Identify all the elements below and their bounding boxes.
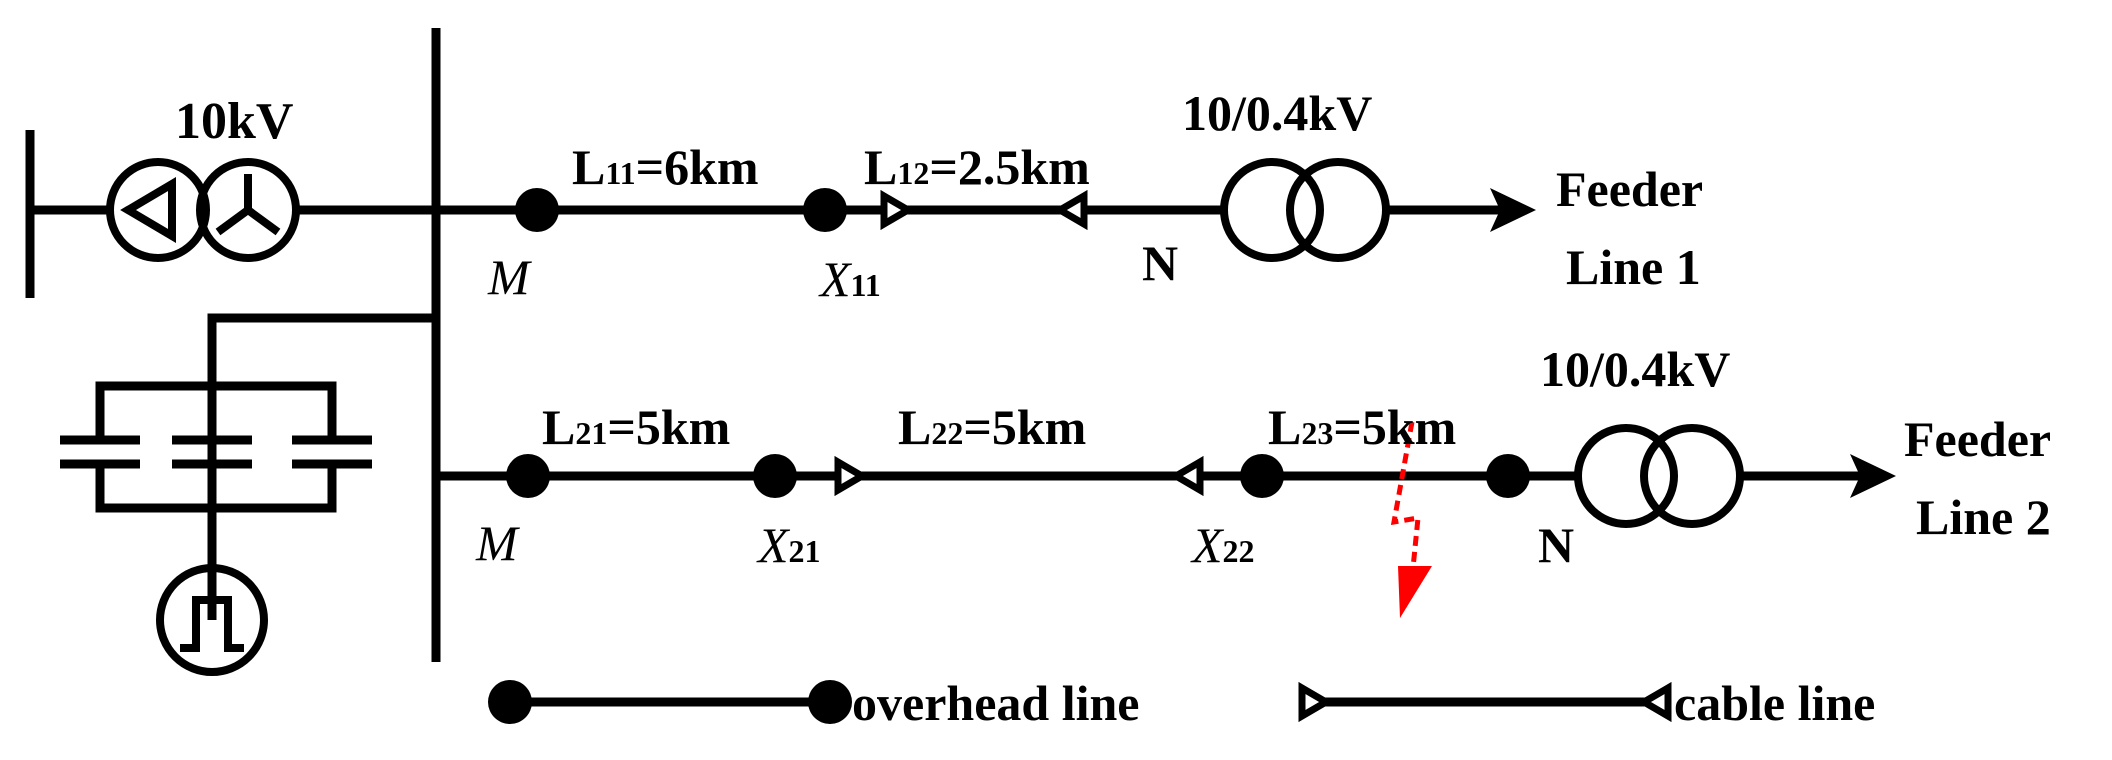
node-n-overhead-end <box>1486 454 1530 498</box>
feeder2-node-x22: X22 <box>1190 517 1255 573</box>
feeder1-arrow-icon <box>1490 188 1536 232</box>
feeder1-node-x11: X11 <box>818 251 881 307</box>
feeder1-seg1-label: L11=6km <box>572 139 759 195</box>
node-x22-overhead-end <box>1240 454 1284 498</box>
cable-end-icon <box>1053 189 1088 231</box>
feeder1-seg2-label: L12=2.5km <box>864 139 1090 195</box>
legend-cable-start-icon <box>1298 681 1333 723</box>
feeder-line-2: L21=5km L22=5km L23=5km M X21 X22 N 10/0… <box>436 341 2051 618</box>
legend-cable-label: cable line <box>1674 675 1875 731</box>
cable-start-icon <box>880 189 915 231</box>
feeder2-node-m: M <box>475 515 520 571</box>
feeder2-node-x21: X21 <box>756 517 821 573</box>
feeder2-seg3-label: L23=5km <box>1268 399 1456 455</box>
feeder2-transformer-label: 10/0.4kV <box>1540 341 1730 397</box>
feeder2-node-n: N <box>1538 517 1574 573</box>
feeder2-label-2: Line 2 <box>1916 489 2051 545</box>
cable-start-icon <box>834 455 869 497</box>
feeder-line-1: L11=6km L12=2.5km M X11 N 10/0.4kV Feede… <box>436 85 1703 307</box>
node-m-overhead-end <box>506 454 550 498</box>
source-transformer-icon <box>106 158 300 262</box>
fault-arrow-icon <box>1390 421 1432 618</box>
feeder1-transformer-icon <box>1220 158 1390 262</box>
source-voltage-label: 10kV <box>175 93 293 150</box>
source-group: 10kV <box>25 28 441 676</box>
legend-overhead-label: overhead line <box>852 675 1139 731</box>
legend: overhead line cable line <box>488 675 1875 731</box>
feeder2-arrow-icon <box>1850 454 1896 498</box>
legend-cable-end-icon <box>1637 681 1672 723</box>
node-m-overhead-end <box>515 188 559 232</box>
pulse-generator-icon <box>156 564 268 676</box>
feeder2-seg1-label: L21=5km <box>542 399 730 455</box>
feeder1-node-n: N <box>1142 235 1178 291</box>
feeder2-transformer-icon <box>1574 424 1744 528</box>
node-x21-overhead-end <box>753 454 797 498</box>
feeder1-node-m: M <box>487 249 532 305</box>
feeder1-label-1: Feeder <box>1556 161 1703 217</box>
capacitor-bank <box>60 313 436 620</box>
feeder2-seg2-label: L22=5km <box>898 399 1086 455</box>
node-x11-overhead-end <box>803 188 847 232</box>
legend-overhead-dot-icon <box>488 680 532 724</box>
legend-overhead-dot-icon <box>808 680 852 724</box>
feeder1-label-2: Line 1 <box>1566 239 1701 295</box>
feeder2-label-1: Feeder <box>1904 411 2051 467</box>
feeder1-transformer-label: 10/0.4kV <box>1182 85 1372 141</box>
cable-end-icon <box>1169 455 1204 497</box>
